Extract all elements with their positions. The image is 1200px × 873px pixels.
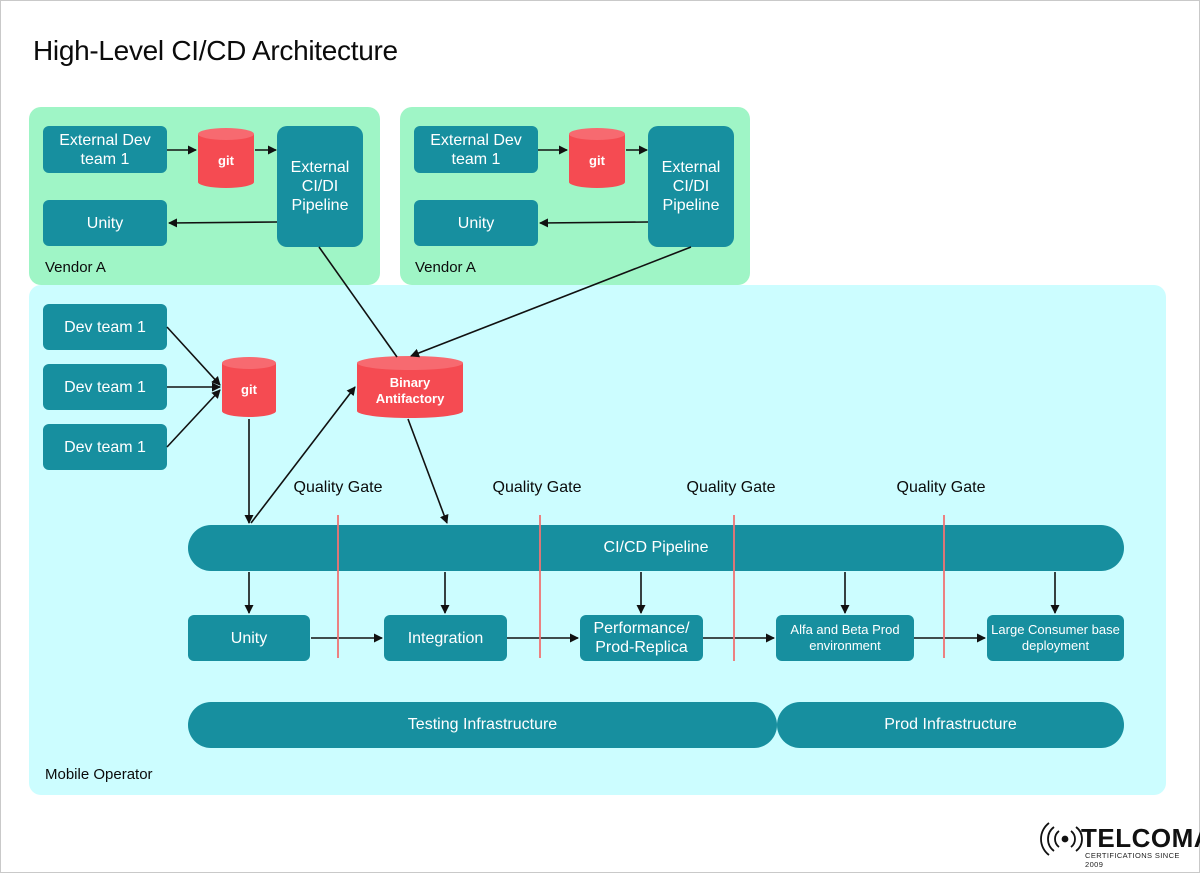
vendor-unity-box: Unity xyxy=(414,200,538,246)
stage-integration: Integration xyxy=(384,615,507,661)
quality-gate-label: Quality Gate xyxy=(686,479,776,496)
stage-unity: Unity xyxy=(188,615,310,661)
external-dev-team-box: External Dev team 1 xyxy=(43,126,167,173)
dev-team-box: Dev team 1 xyxy=(43,424,167,470)
operator-git-label: git xyxy=(241,382,257,397)
page-title: High-Level CI/CD Architecture xyxy=(33,35,398,66)
artifactory-label: Binary Antifactory xyxy=(375,375,445,406)
quality-gate-label: Quality Gate xyxy=(293,479,383,496)
dev-team-box: Dev team 1 xyxy=(43,304,167,350)
quality-gate-label: Quality Gate xyxy=(492,479,582,496)
external-pipeline-box: External CI/DI Pipeline xyxy=(648,126,734,247)
stage-large-consumer: Large Consumer base deployment xyxy=(987,615,1124,661)
quality-gate-label: Quality Gate xyxy=(896,479,986,496)
prod-infrastructure-bar: Prod Infrastructure xyxy=(777,702,1124,748)
dev-team-box: Dev team 1 xyxy=(43,364,167,410)
signal-icon xyxy=(1040,822,1083,856)
telcoma-logo: TELCOMA xyxy=(1081,823,1200,853)
cicd-pipeline-bar: CI/CD Pipeline xyxy=(188,525,1124,571)
vendor-label: Vendor A xyxy=(415,259,476,276)
stage-performance: Performance/ Prod-Replica xyxy=(580,615,703,661)
external-dev-team-box: External Dev team 1 xyxy=(414,126,538,173)
stage-alfa-beta: Alfa and Beta Prod environment xyxy=(776,615,914,661)
vendor-label: Vendor A xyxy=(45,259,106,276)
vendor-unity-box: Unity xyxy=(43,200,167,246)
external-pipeline-box: External CI/DI Pipeline xyxy=(277,126,363,247)
vendor-git-label: git xyxy=(589,153,605,168)
testing-infrastructure-bar: Testing Infrastructure xyxy=(188,702,777,748)
vendor-git-label: git xyxy=(218,153,234,168)
telcoma-tagline: CERTIFICATIONS SINCE 2009 xyxy=(1085,851,1180,869)
operator-label: Mobile Operator xyxy=(45,766,153,783)
